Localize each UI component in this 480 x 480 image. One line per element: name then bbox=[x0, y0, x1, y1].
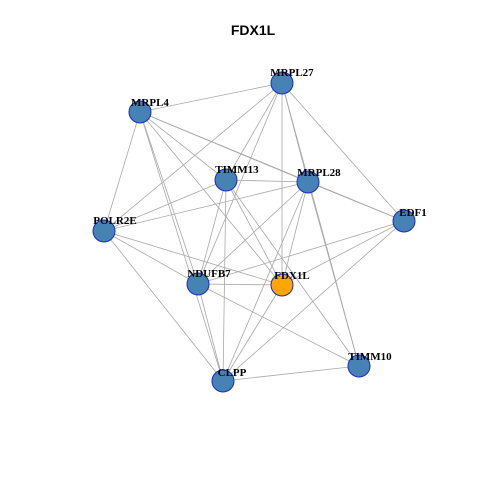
edge-polr2e-ndufb7 bbox=[103, 230, 199, 285]
node-edf1: EDF1 bbox=[392, 207, 427, 233]
node-mrpl28: MRPL28 bbox=[296, 167, 341, 194]
edge-edf1-clpp bbox=[222, 220, 405, 382]
edge-mrpl4-timm13 bbox=[139, 111, 227, 181]
node-mrpl27: MRPL27 bbox=[270, 67, 314, 95]
node-label: EDF1 bbox=[399, 207, 427, 219]
edge-mrpl28-polr2e bbox=[103, 181, 309, 232]
edge-mrpl28-fdx1l bbox=[281, 181, 309, 286]
edge-mrpl4-clpp bbox=[139, 111, 224, 382]
edge-timm13-timm10 bbox=[225, 179, 360, 367]
node-circle bbox=[214, 168, 238, 192]
graph-title: FDX1L bbox=[231, 22, 276, 38]
edge-ndufb7-fdx1l bbox=[197, 283, 283, 286]
node-circle bbox=[92, 219, 116, 243]
edge-polr2e-clpp bbox=[103, 230, 224, 382]
edge-edf1-ndufb7 bbox=[197, 220, 405, 285]
node-label: CLPP bbox=[218, 367, 247, 379]
edge-timm13-polr2e bbox=[103, 179, 227, 232]
node-circle bbox=[128, 100, 152, 124]
edge-timm13-mrpl28 bbox=[225, 179, 309, 183]
edge-ndufb7-clpp bbox=[197, 283, 224, 382]
node-circle bbox=[296, 170, 320, 194]
edge-mrpl4-fdx1l bbox=[139, 111, 283, 286]
edge-mrpl28-clpp bbox=[222, 181, 309, 382]
edge-mrpl4-ndufb7 bbox=[139, 111, 199, 285]
edge-polr2e-fdx1l bbox=[103, 230, 283, 286]
edge-mrpl27-polr2e bbox=[103, 82, 283, 232]
node-label: MRPL28 bbox=[297, 167, 341, 179]
edge-timm13-clpp bbox=[222, 179, 227, 382]
edge-mrpl27-mrpl4 bbox=[139, 82, 283, 113]
node-circle bbox=[347, 354, 371, 378]
edge-fdx1l-clpp bbox=[222, 284, 283, 382]
edge-mrpl28-timm10 bbox=[307, 181, 360, 367]
node-timm10: TIMM10 bbox=[347, 351, 392, 378]
node-label: FDX1L bbox=[274, 270, 309, 282]
edge-mrpl28-ndufb7 bbox=[197, 181, 309, 285]
edge-timm13-ndufb7 bbox=[197, 179, 227, 285]
edge-edf1-fdx1l bbox=[281, 220, 405, 286]
node-clpp: CLPP bbox=[211, 367, 247, 393]
node-circle bbox=[270, 71, 294, 95]
node-label: NDUFB7 bbox=[187, 268, 231, 280]
edge-layer bbox=[103, 82, 405, 382]
node-label: TIMM13 bbox=[215, 164, 259, 176]
node-label: MRPL4 bbox=[131, 97, 169, 109]
edge-mrpl4-polr2e bbox=[103, 111, 141, 232]
node-circle bbox=[186, 272, 210, 296]
node-circle bbox=[270, 273, 294, 297]
edge-mrpl27-timm13 bbox=[225, 82, 283, 181]
edge-mrpl27-edf1 bbox=[281, 82, 405, 222]
node-circle bbox=[392, 209, 416, 233]
node-mrpl4: MRPL4 bbox=[128, 97, 169, 124]
edge-mrpl27-ndufb7 bbox=[197, 82, 283, 285]
node-ndufb7: NDUFB7 bbox=[186, 268, 231, 296]
node-label: TIMM10 bbox=[348, 351, 392, 363]
node-label: POLR2E bbox=[93, 215, 136, 227]
node-label: MRPL27 bbox=[270, 67, 314, 79]
edge-clpp-timm10 bbox=[222, 365, 360, 382]
node-fdx1l: FDX1L bbox=[270, 270, 310, 297]
node-circle bbox=[211, 369, 235, 393]
node-polr2e: POLR2E bbox=[92, 215, 137, 243]
node-timm13: TIMM13 bbox=[214, 164, 259, 192]
edge-mrpl28-edf1 bbox=[307, 181, 405, 222]
edge-ndufb7-timm10 bbox=[197, 283, 360, 367]
